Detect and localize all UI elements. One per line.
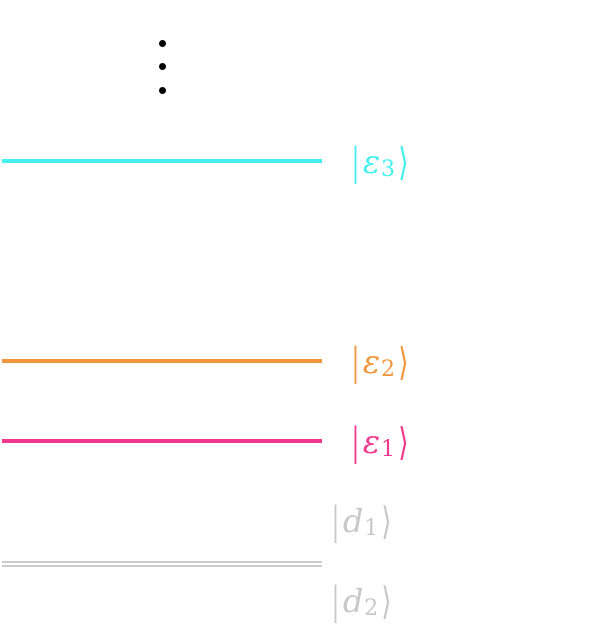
level-line-eps1 xyxy=(2,439,322,443)
level-line-eps3 xyxy=(2,159,322,163)
ket-subscript: 2 xyxy=(380,357,395,382)
ket-symbol: d xyxy=(342,582,364,620)
ket-bar: | xyxy=(351,140,360,184)
ket-subscript: 1 xyxy=(364,516,379,541)
ket-angle: ⟩ xyxy=(381,499,392,543)
ket-symbol: ε xyxy=(362,343,380,381)
ket-bar: | xyxy=(331,499,340,543)
ket-angle: ⟩ xyxy=(398,140,409,184)
ket-angle: ⟩ xyxy=(398,420,409,464)
ket-angle: ⟩ xyxy=(398,340,409,384)
ket-bar: | xyxy=(351,420,360,464)
ket-angle: ⟩ xyxy=(381,579,392,623)
ket-symbol: d xyxy=(342,502,364,540)
ket-symbol: ε xyxy=(362,423,380,461)
continuation-dot xyxy=(159,63,166,70)
level-line-eps2 xyxy=(2,359,322,363)
ket-subscript: 3 xyxy=(380,157,395,182)
ket-bar: | xyxy=(331,579,340,623)
continuation-dot xyxy=(159,87,166,94)
ket-symbol: ε xyxy=(362,143,380,181)
ket-subscript: 1 xyxy=(380,437,395,462)
ket-subscript: 2 xyxy=(364,596,379,621)
level-line-double xyxy=(2,561,322,567)
continuation-dot xyxy=(159,40,166,47)
ket-bar: | xyxy=(351,340,360,384)
